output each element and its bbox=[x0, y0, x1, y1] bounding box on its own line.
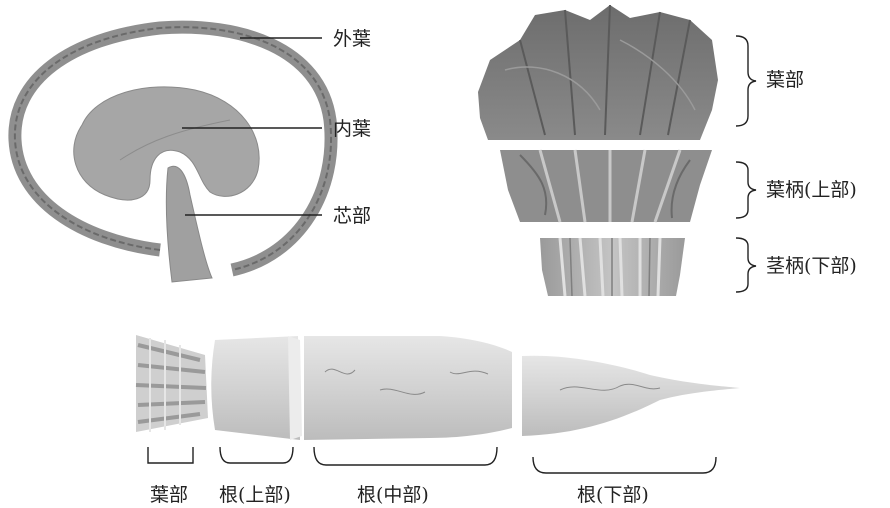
petiole-upper-brace bbox=[736, 162, 756, 218]
root-lower-bracket bbox=[533, 457, 716, 473]
root-upper-label: 根(上部) bbox=[219, 484, 291, 506]
stem-lower-label: 茎柄(下部) bbox=[766, 255, 857, 277]
leaf-part-photo bbox=[478, 5, 718, 140]
radish-leaf-label: 葉部 bbox=[150, 484, 188, 506]
root-middle-bracket bbox=[314, 447, 497, 465]
root-upper-bracket bbox=[220, 447, 293, 463]
petiole-upper-label: 葉柄(上部) bbox=[766, 179, 857, 201]
root-middle-photo bbox=[304, 336, 512, 440]
stem-lower-photo bbox=[540, 238, 685, 296]
leaf-part-label: 葉部 bbox=[766, 69, 804, 91]
radish-leaf-stubs bbox=[136, 335, 208, 432]
root-lower-label: 根(下部) bbox=[577, 484, 649, 506]
outer-leaf-label: 外葉 bbox=[333, 28, 371, 50]
leaf-part-brace bbox=[736, 36, 756, 126]
core-label: 芯部 bbox=[333, 205, 371, 227]
root-upper-photo bbox=[211, 336, 302, 440]
cabbage-cross-section: 外葉 内葉 芯部 bbox=[15, 27, 371, 282]
leafy-vegetable-sections: 葉部 葉柄(上部) 茎柄(下部) bbox=[478, 5, 857, 296]
stem-lower-brace bbox=[736, 238, 756, 292]
inner-leaf-label: 内葉 bbox=[333, 118, 371, 140]
root-lower-photo bbox=[522, 356, 740, 436]
petiole-upper-photo bbox=[500, 150, 712, 222]
radish-sections: 葉部 根(上部) 根(中部) 根(下部) bbox=[136, 335, 740, 506]
root-middle-label: 根(中部) bbox=[357, 484, 429, 506]
radish-leaf-bracket bbox=[148, 447, 193, 463]
